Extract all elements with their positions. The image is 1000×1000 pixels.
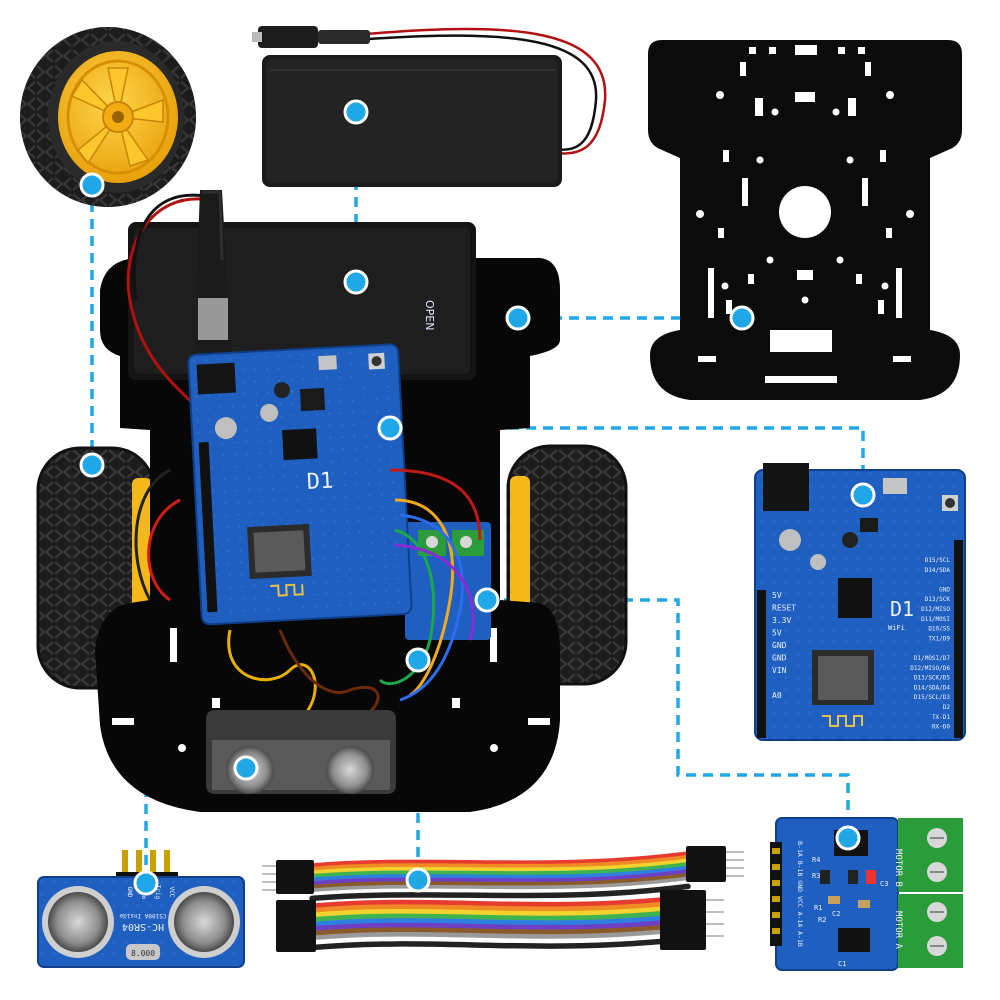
d1-right-pin-label: RX-D0 xyxy=(932,724,950,731)
ultrasonic-side-text: CS100A Inside xyxy=(119,912,166,919)
l9110s-motor-driver: MOTOR B MOTOR A B-1A B-1B GND VCC A-1A A… xyxy=(770,817,963,971)
d1-right-pin-label: D10/SS xyxy=(928,626,950,633)
d1-right-pin-label: D12/MISO xyxy=(921,606,950,613)
callout-dot-driver-car xyxy=(474,587,500,613)
d1-right-pin-labels: D15/SCL D14/SDA GND D13/SCK D12/MISO D11/MOSI… xyxy=(910,557,950,731)
motor-a-label: MOTOR A xyxy=(893,911,903,950)
jumper-wire xyxy=(309,858,691,876)
jumper-wire xyxy=(309,862,691,880)
jumper-wire xyxy=(311,901,665,914)
jumper-wire xyxy=(309,883,691,902)
motor-driver-part-label: R3 xyxy=(812,872,820,880)
ultrasonic-pin-label: Trig xyxy=(154,885,161,900)
d1-right-pin-label: TX1/D9 xyxy=(928,635,950,642)
jumper-wire xyxy=(309,876,691,894)
callout-dot-car-wheel xyxy=(79,452,105,478)
callout-dot-wires-car xyxy=(405,647,431,673)
hc-sr04-ultrasonic-sensor: 8.000 HC-SR04 CS100A Inside VCCTrigEchoG… xyxy=(37,850,245,968)
jumper-wire xyxy=(309,854,691,873)
d1-left-pin-label: VIN xyxy=(772,666,787,675)
jumper-wire xyxy=(311,924,665,937)
d1-right-pin-label: D1/MOSI/D7 xyxy=(914,655,951,662)
callout-dot-wires xyxy=(405,867,431,893)
d1-wifi-board: D1 WiFi 5V RESET 3.3V 5V GND GND VIN A0 D15/SCL… xyxy=(754,463,966,741)
car-d1-logo: D1 xyxy=(306,469,334,495)
d1-left-pin-label: A0 xyxy=(772,691,782,700)
motor-driver-part-label: C2 xyxy=(832,910,840,918)
callout-dot-ultrasonic xyxy=(133,870,159,896)
d1-right-pin-label: D13/SCK/D5 xyxy=(914,675,951,682)
jumper-wire xyxy=(311,929,665,941)
ultrasonic-crystal-label: 8.000 xyxy=(131,949,155,958)
d1-right-pin-label: D12/MISO/D6 xyxy=(910,665,950,672)
jumper-wire xyxy=(309,869,691,887)
callout-dot-d1-car xyxy=(377,415,403,441)
d1-left-pin-labels: 5V RESET 3.3V 5V GND GND VIN A0 xyxy=(772,591,796,700)
callout-dot-driver-module xyxy=(835,825,861,851)
d1-left-pin-label: GND xyxy=(772,654,787,663)
d1-right-pin-label: D11/MOSI xyxy=(921,616,950,623)
chassis-plate xyxy=(648,40,962,400)
d1-left-pin-label: 3.3V xyxy=(772,616,791,625)
jumper-wire xyxy=(311,911,665,923)
motor-driver-part-label: R2 xyxy=(818,916,826,924)
callout-dot-battery-car xyxy=(343,269,369,295)
jumper-wire xyxy=(311,906,665,918)
battery-open-label: OPEN xyxy=(423,300,436,330)
ultrasonic-pin-label: GND xyxy=(126,887,133,898)
d1-left-pin-label: 5V xyxy=(772,591,782,600)
callout-dot-battery-top xyxy=(343,99,369,125)
motor-driver-part-label: C3 xyxy=(880,880,888,888)
d1-left-pin-label: 5V xyxy=(772,629,782,638)
battery-holder xyxy=(252,26,607,187)
d1-right-pin-label: D14/SDA/D4 xyxy=(914,684,951,691)
assembled-car: OPEN D1 xyxy=(36,190,628,812)
jumper-wire xyxy=(311,920,665,932)
motor-driver-pin-labels: B-1A B-1B GND VCC A-1A A-1B xyxy=(796,841,804,947)
motor-driver-part-label: C1 xyxy=(838,960,846,968)
motor-driver-part-label: R1 xyxy=(814,904,822,912)
motor-driver-part-label: R4 xyxy=(812,856,820,864)
d1-logo: D1 xyxy=(890,597,914,621)
d1-right-pin-label: TX-D1 xyxy=(932,714,950,721)
callout-dots xyxy=(79,99,876,896)
jumper-wire xyxy=(311,938,665,951)
jumper-wire xyxy=(309,880,691,898)
callout-dot-chassis-car xyxy=(505,305,531,331)
dupont-jumper-wires xyxy=(262,846,744,952)
motor-b-label: MOTOR B xyxy=(893,849,903,887)
d1-right-pin-label: D13/SCK xyxy=(925,596,951,603)
callout-dot-d1-board xyxy=(850,482,876,508)
d1-right-pin-label: GND xyxy=(939,586,950,593)
d1-left-pin-label: RESET xyxy=(772,604,796,613)
jumper-wire xyxy=(309,872,691,891)
ultrasonic-pin-label: VCC xyxy=(168,887,175,898)
d1-left-pin-label: GND xyxy=(772,641,787,650)
spare-wheel xyxy=(20,27,196,207)
d1-right-pin-label: D15/SCL xyxy=(925,557,951,564)
callout-dot-chassis-plate xyxy=(729,305,755,331)
d1-wifi-label: WiFi xyxy=(888,624,905,632)
car-wiring xyxy=(134,468,482,722)
d1-right-pin-label: D15/SCL/D3 xyxy=(914,694,951,701)
d1-right-pin-label: D14/SDA xyxy=(925,567,951,574)
jumper-wire xyxy=(311,915,665,928)
jumper-wire xyxy=(309,851,691,869)
d1-right-pin-label: D2 xyxy=(943,704,951,711)
jumper-wire xyxy=(311,897,665,909)
callout-dot-ultrasonic-car xyxy=(233,755,259,781)
jumper-wire xyxy=(311,934,665,946)
jumper-wire xyxy=(309,865,691,884)
callout-dot-spare-wheel xyxy=(79,172,105,198)
ultrasonic-model-label: HC-SR04 xyxy=(122,921,164,932)
